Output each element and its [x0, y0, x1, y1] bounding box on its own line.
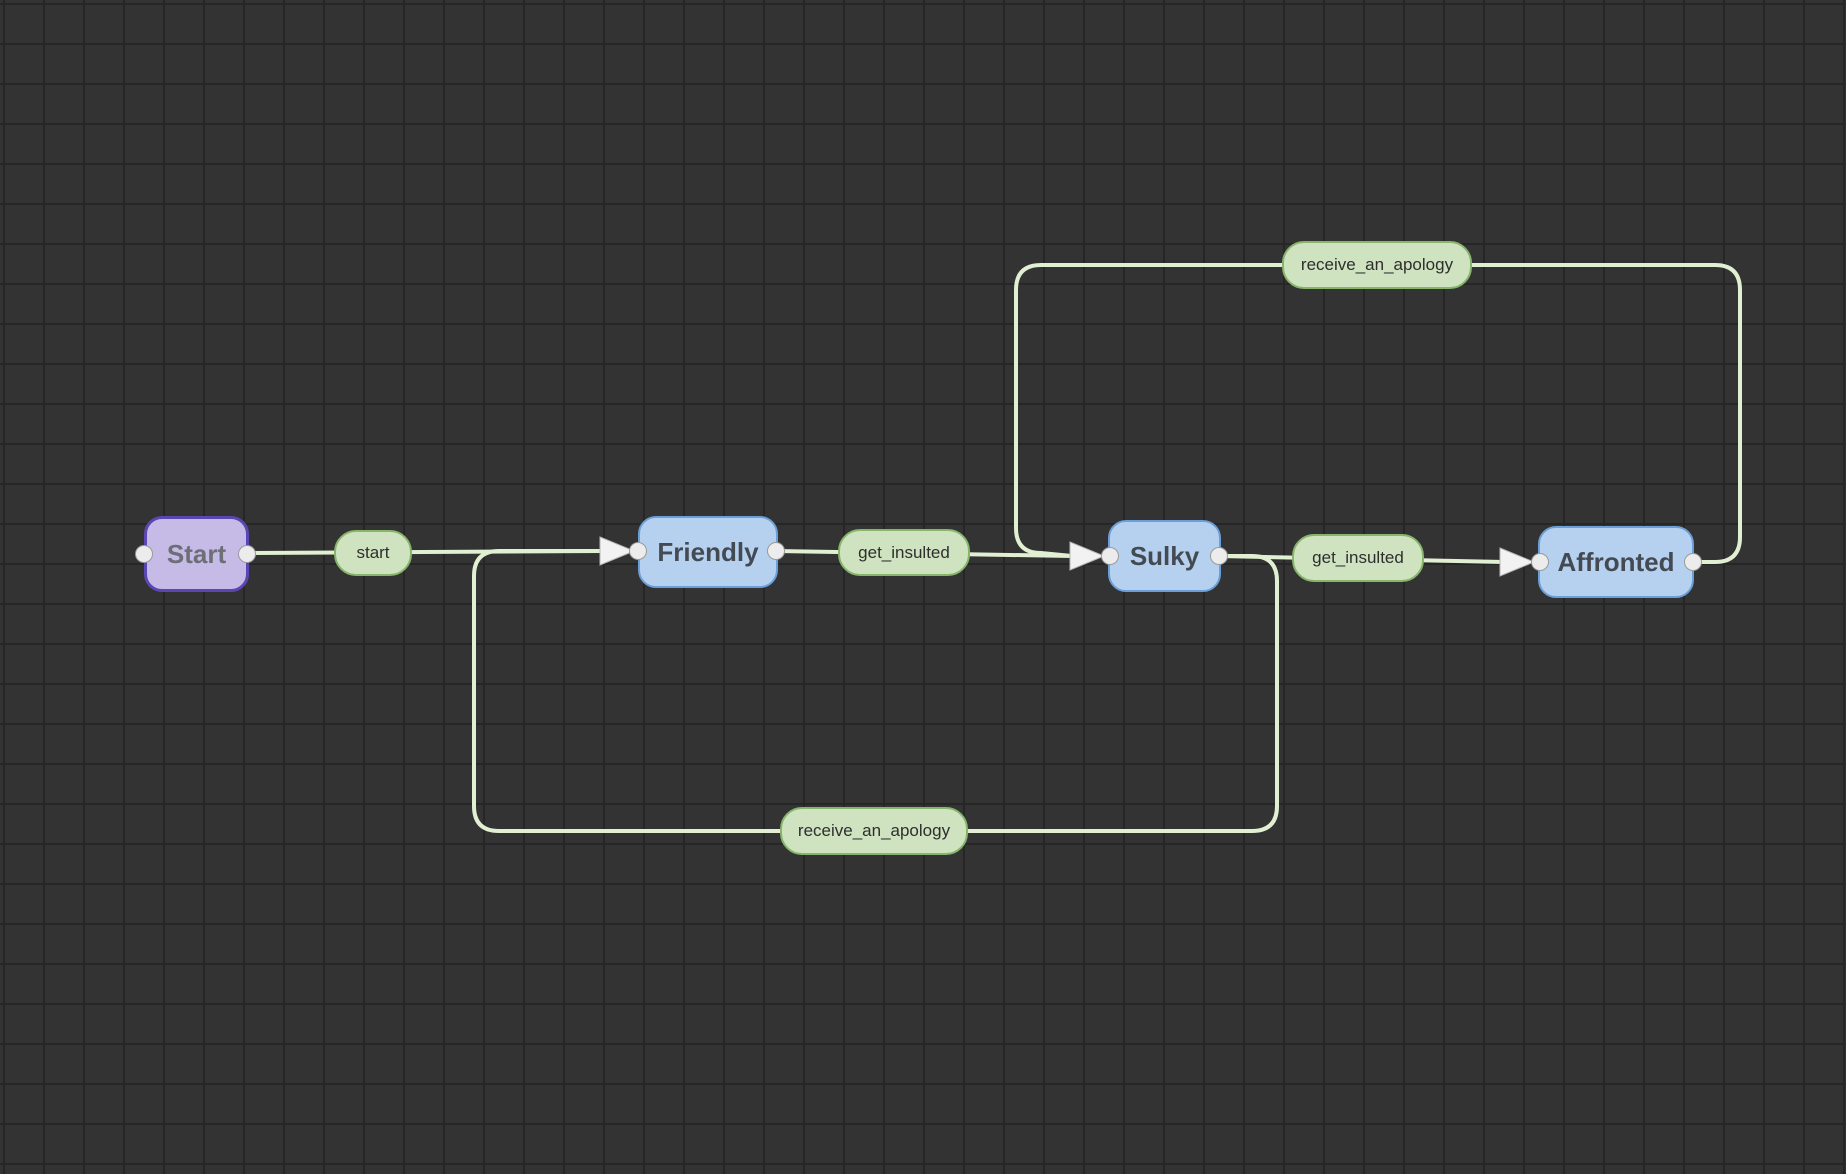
transition-label-affronted-to-sulky[interactable]: receive_an_apology	[1282, 241, 1472, 289]
state-affronted[interactable]: Affronted	[1538, 526, 1694, 598]
start-out-port[interactable]	[238, 545, 256, 563]
edge-sulky-to-friendly	[472, 549, 1279, 833]
state-sulky-label: Sulky	[1129, 540, 1200, 571]
transition-label-start-text: start	[356, 543, 390, 562]
affronted-in-port[interactable]	[1531, 553, 1549, 571]
state-friendly[interactable]: Friendly	[638, 516, 778, 588]
transition-label-friendly-to-sulky[interactable]: get_insulted	[838, 529, 970, 576]
start-in-port[interactable]	[135, 545, 153, 563]
affronted-out-port[interactable]	[1684, 553, 1702, 571]
transition-label-sulky-to-friendly[interactable]: receive_an_apology	[780, 807, 968, 855]
arrowhead-affronted	[1499, 547, 1536, 577]
sulky-out-port[interactable]	[1210, 547, 1228, 565]
friendly-out-port[interactable]	[767, 542, 785, 560]
sulky-in-port[interactable]	[1101, 547, 1119, 565]
transition-label-sulky-to-friendly-text: receive_an_apology	[797, 821, 951, 840]
state-start-label: Start	[166, 538, 227, 569]
arrowhead-friendly	[599, 536, 636, 566]
transition-label-start[interactable]: start	[334, 530, 412, 576]
state-sulky[interactable]: Sulky	[1108, 520, 1221, 592]
transition-label-sulky-to-affronted[interactable]: get_insulted	[1292, 534, 1424, 582]
transition-label-affronted-to-sulky-text: receive_an_apology	[1300, 255, 1454, 274]
transition-label-friendly-to-sulky-text: get_insulted	[858, 542, 950, 562]
state-start[interactable]: Start	[144, 516, 249, 592]
edge-affronted-to-sulky	[1014, 263, 1742, 564]
arrowhead-sulky	[1069, 541, 1106, 571]
state-friendly-label: Friendly	[657, 536, 759, 567]
state-affronted-label: Affronted	[1557, 546, 1675, 577]
transition-label-sulky-to-affronted-text: get_insulted	[1312, 548, 1404, 567]
friendly-in-port[interactable]	[629, 542, 647, 560]
